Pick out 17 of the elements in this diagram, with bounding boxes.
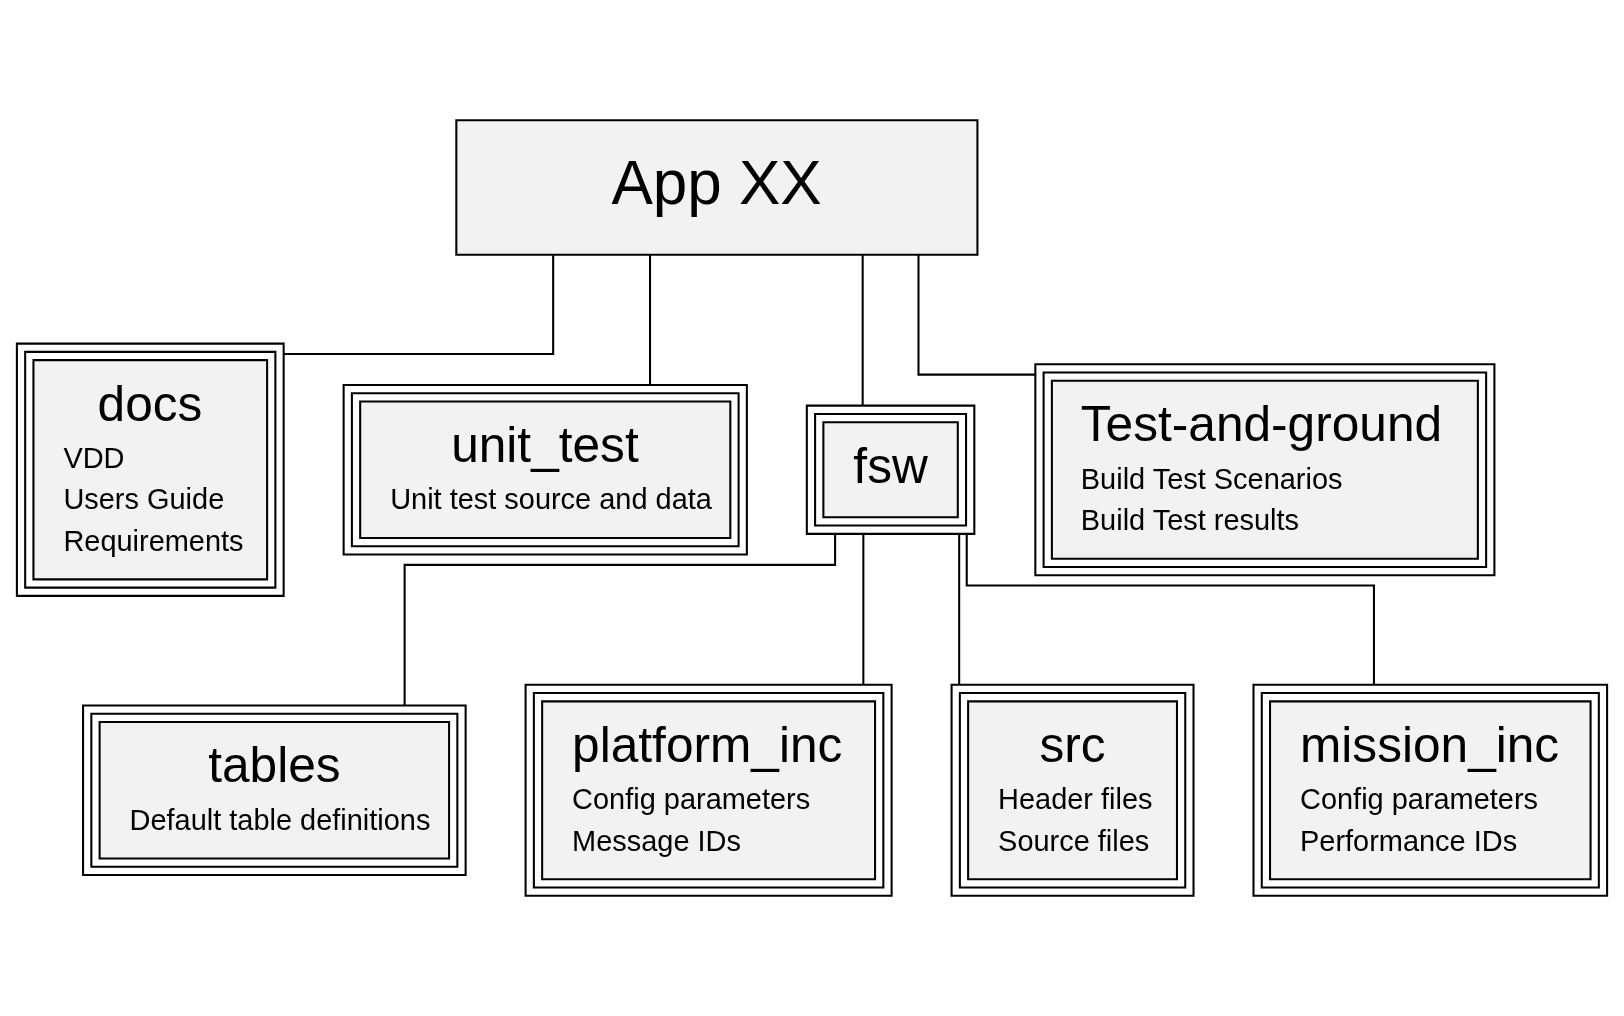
node-box: mission_inc Config parameters Performance IDs bbox=[1252, 683, 1609, 897]
node-box: platform_inc Config parameters Message IDs bbox=[524, 683, 893, 897]
connector bbox=[965, 534, 1375, 685]
connector bbox=[649, 255, 652, 385]
connector bbox=[958, 534, 961, 685]
node-box: docs VDD Users Guide Requirements bbox=[15, 342, 285, 597]
node-box: tables Default table definitions bbox=[82, 704, 467, 877]
connector bbox=[862, 534, 865, 685]
node-box: fsw bbox=[805, 404, 976, 535]
node-box: src Header files Source files bbox=[950, 683, 1195, 897]
connector bbox=[917, 255, 1035, 376]
node-box: Test-and-ground Build Test Scenarios Build Test results bbox=[1034, 363, 1496, 577]
connector bbox=[283, 255, 555, 355]
node-box: unit_test Unit test source and data bbox=[342, 383, 748, 556]
connector bbox=[403, 534, 837, 706]
node-box: App XX bbox=[455, 119, 979, 256]
connector bbox=[861, 255, 864, 406]
